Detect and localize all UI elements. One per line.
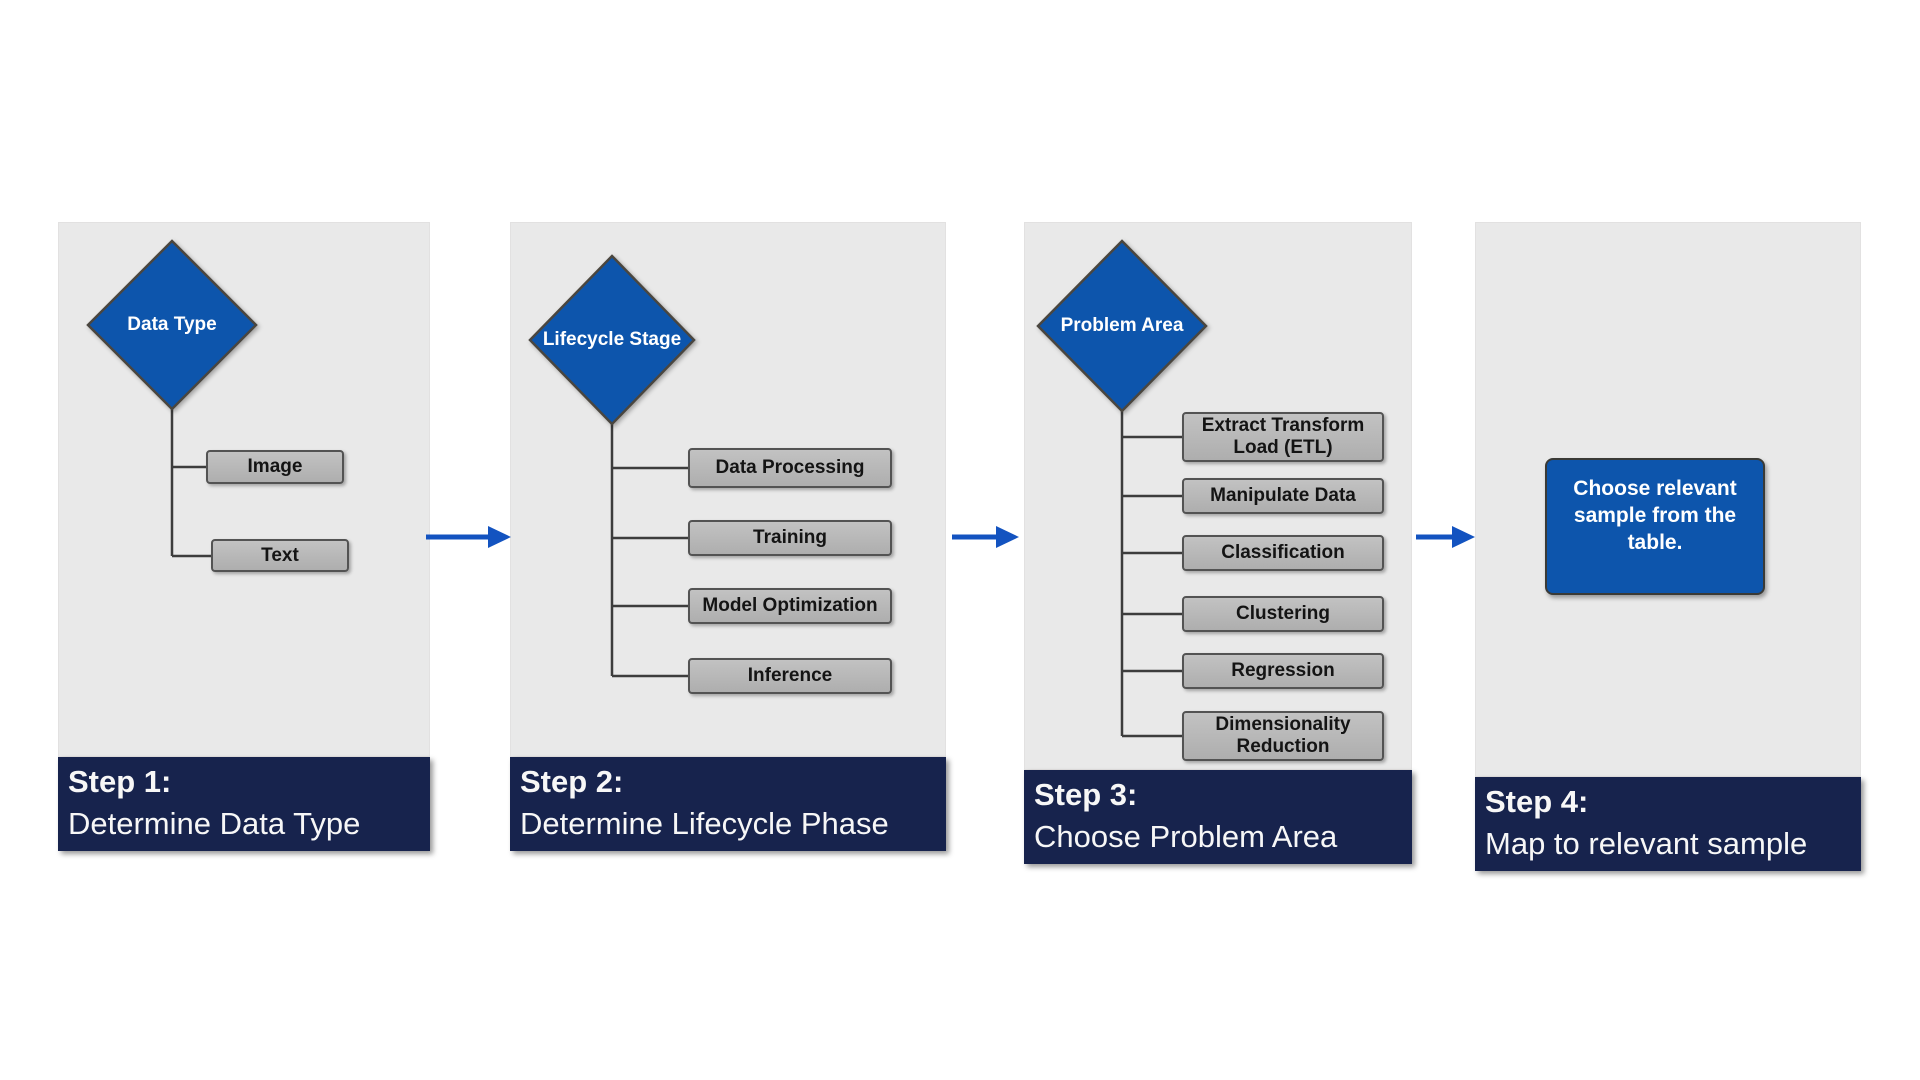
final-note-box: Choose relevant sample from the table. xyxy=(1545,458,1765,595)
option-box-data-processing: Data Processing xyxy=(688,448,892,488)
step-3-label: Step 3: xyxy=(1034,777,1138,812)
step-1-description: Determine Data Type xyxy=(68,806,361,841)
step-2-description: Determine Lifecycle Phase xyxy=(520,806,889,841)
option-box-text: Text xyxy=(211,539,349,572)
step-2-label: Step 2: xyxy=(520,764,624,799)
flow-arrow-step3-to-step4 xyxy=(1416,526,1475,548)
step-1-panel xyxy=(58,222,430,757)
option-box-regression: Regression xyxy=(1182,653,1384,689)
option-box-etl: Extract Transform Load (ETL) xyxy=(1182,412,1384,462)
option-box-image: Image xyxy=(206,450,344,484)
option-box-training: Training xyxy=(688,520,892,556)
step-3-description: Choose Problem Area xyxy=(1034,819,1338,854)
option-box-classification: Classification xyxy=(1182,535,1384,571)
lifecycle-stage-decision-label: Lifecycle Stage xyxy=(542,329,682,350)
step-3-title-band: Step 3: Choose Problem Area xyxy=(1024,770,1412,864)
step-1-label: Step 1: xyxy=(68,764,172,799)
step-1-title-band: Step 1: Determine Data Type xyxy=(58,757,430,851)
option-box-manipulate-data: Manipulate Data xyxy=(1182,478,1384,514)
option-box-dimensionality-reduction: Dimensionality Reduction xyxy=(1182,711,1384,761)
option-box-clustering: Clustering xyxy=(1182,596,1384,632)
flow-arrow-step2-to-step3 xyxy=(952,526,1019,548)
problem-area-decision-label: Problem Area xyxy=(1060,315,1184,336)
option-box-inference: Inference xyxy=(688,658,892,694)
flow-arrow-step1-to-step2 xyxy=(426,526,511,548)
step-4-label: Step 4: xyxy=(1485,784,1589,819)
step-4-description: Map to relevant sample xyxy=(1485,826,1808,861)
step-2-title-band: Step 2: Determine Lifecycle Phase xyxy=(510,757,946,851)
option-box-model-optimization: Model Optimization xyxy=(688,588,892,624)
data-type-decision-label: Data Type xyxy=(127,314,217,335)
step-4-title-band: Step 4: Map to relevant sample xyxy=(1475,777,1861,871)
